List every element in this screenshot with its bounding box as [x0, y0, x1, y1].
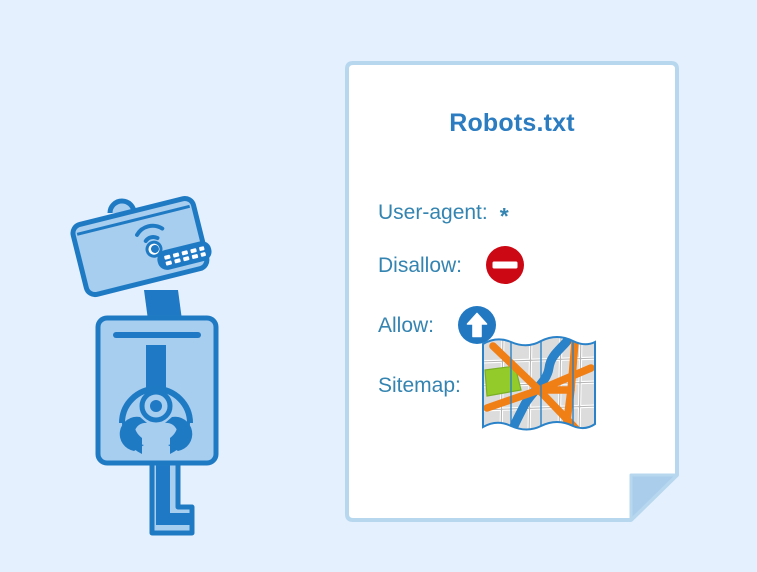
value-sitemap-wrap — [479, 334, 599, 436]
world-map-icon — [479, 334, 599, 436]
field-row-sitemap: Sitemap: — [378, 336, 667, 431]
label-allow: Allow: — [378, 313, 435, 337]
robot-head — [70, 195, 212, 298]
page-title: Robots.txt — [449, 109, 575, 137]
robot-eye — [145, 240, 163, 258]
no-entry-icon-svg — [486, 246, 525, 284]
field-row-user-agent: User-agent: * — [378, 189, 667, 235]
value-user-agent-wrap: * — [500, 201, 509, 227]
value-disallow-wrap — [484, 244, 526, 286]
no-entry-icon — [484, 244, 526, 286]
label-user-agent: User-agent: — [378, 200, 488, 224]
robot-leg — [149, 454, 195, 536]
robot-mouth — [157, 241, 212, 270]
robot-svg — [70, 195, 219, 536]
field-row-allow: Allow: — [378, 295, 667, 355]
up-arrow-circle-icon-svg — [458, 306, 497, 344]
document-content: Robots.txt User-agent: * Disallow: — [343, 61, 681, 522]
up-arrow-circle-icon — [456, 304, 498, 346]
label-disallow: Disallow: — [378, 253, 463, 277]
value-allow-wrap — [456, 304, 498, 346]
label-sitemap: Sitemap: — [378, 373, 461, 397]
robots-directive-list: User-agent: * Disallow: — [378, 189, 667, 431]
robots-txt-document: Robots.txt User-agent: * Disallow: — [343, 61, 681, 522]
robot-eye-arcs — [135, 223, 165, 243]
field-row-disallow: Disallow: — [378, 235, 667, 295]
value-user-agent: * — [499, 202, 509, 229]
robot-claw — [119, 345, 193, 454]
world-map-icon-svg — [481, 336, 596, 431]
robot-illustration — [60, 195, 250, 540]
